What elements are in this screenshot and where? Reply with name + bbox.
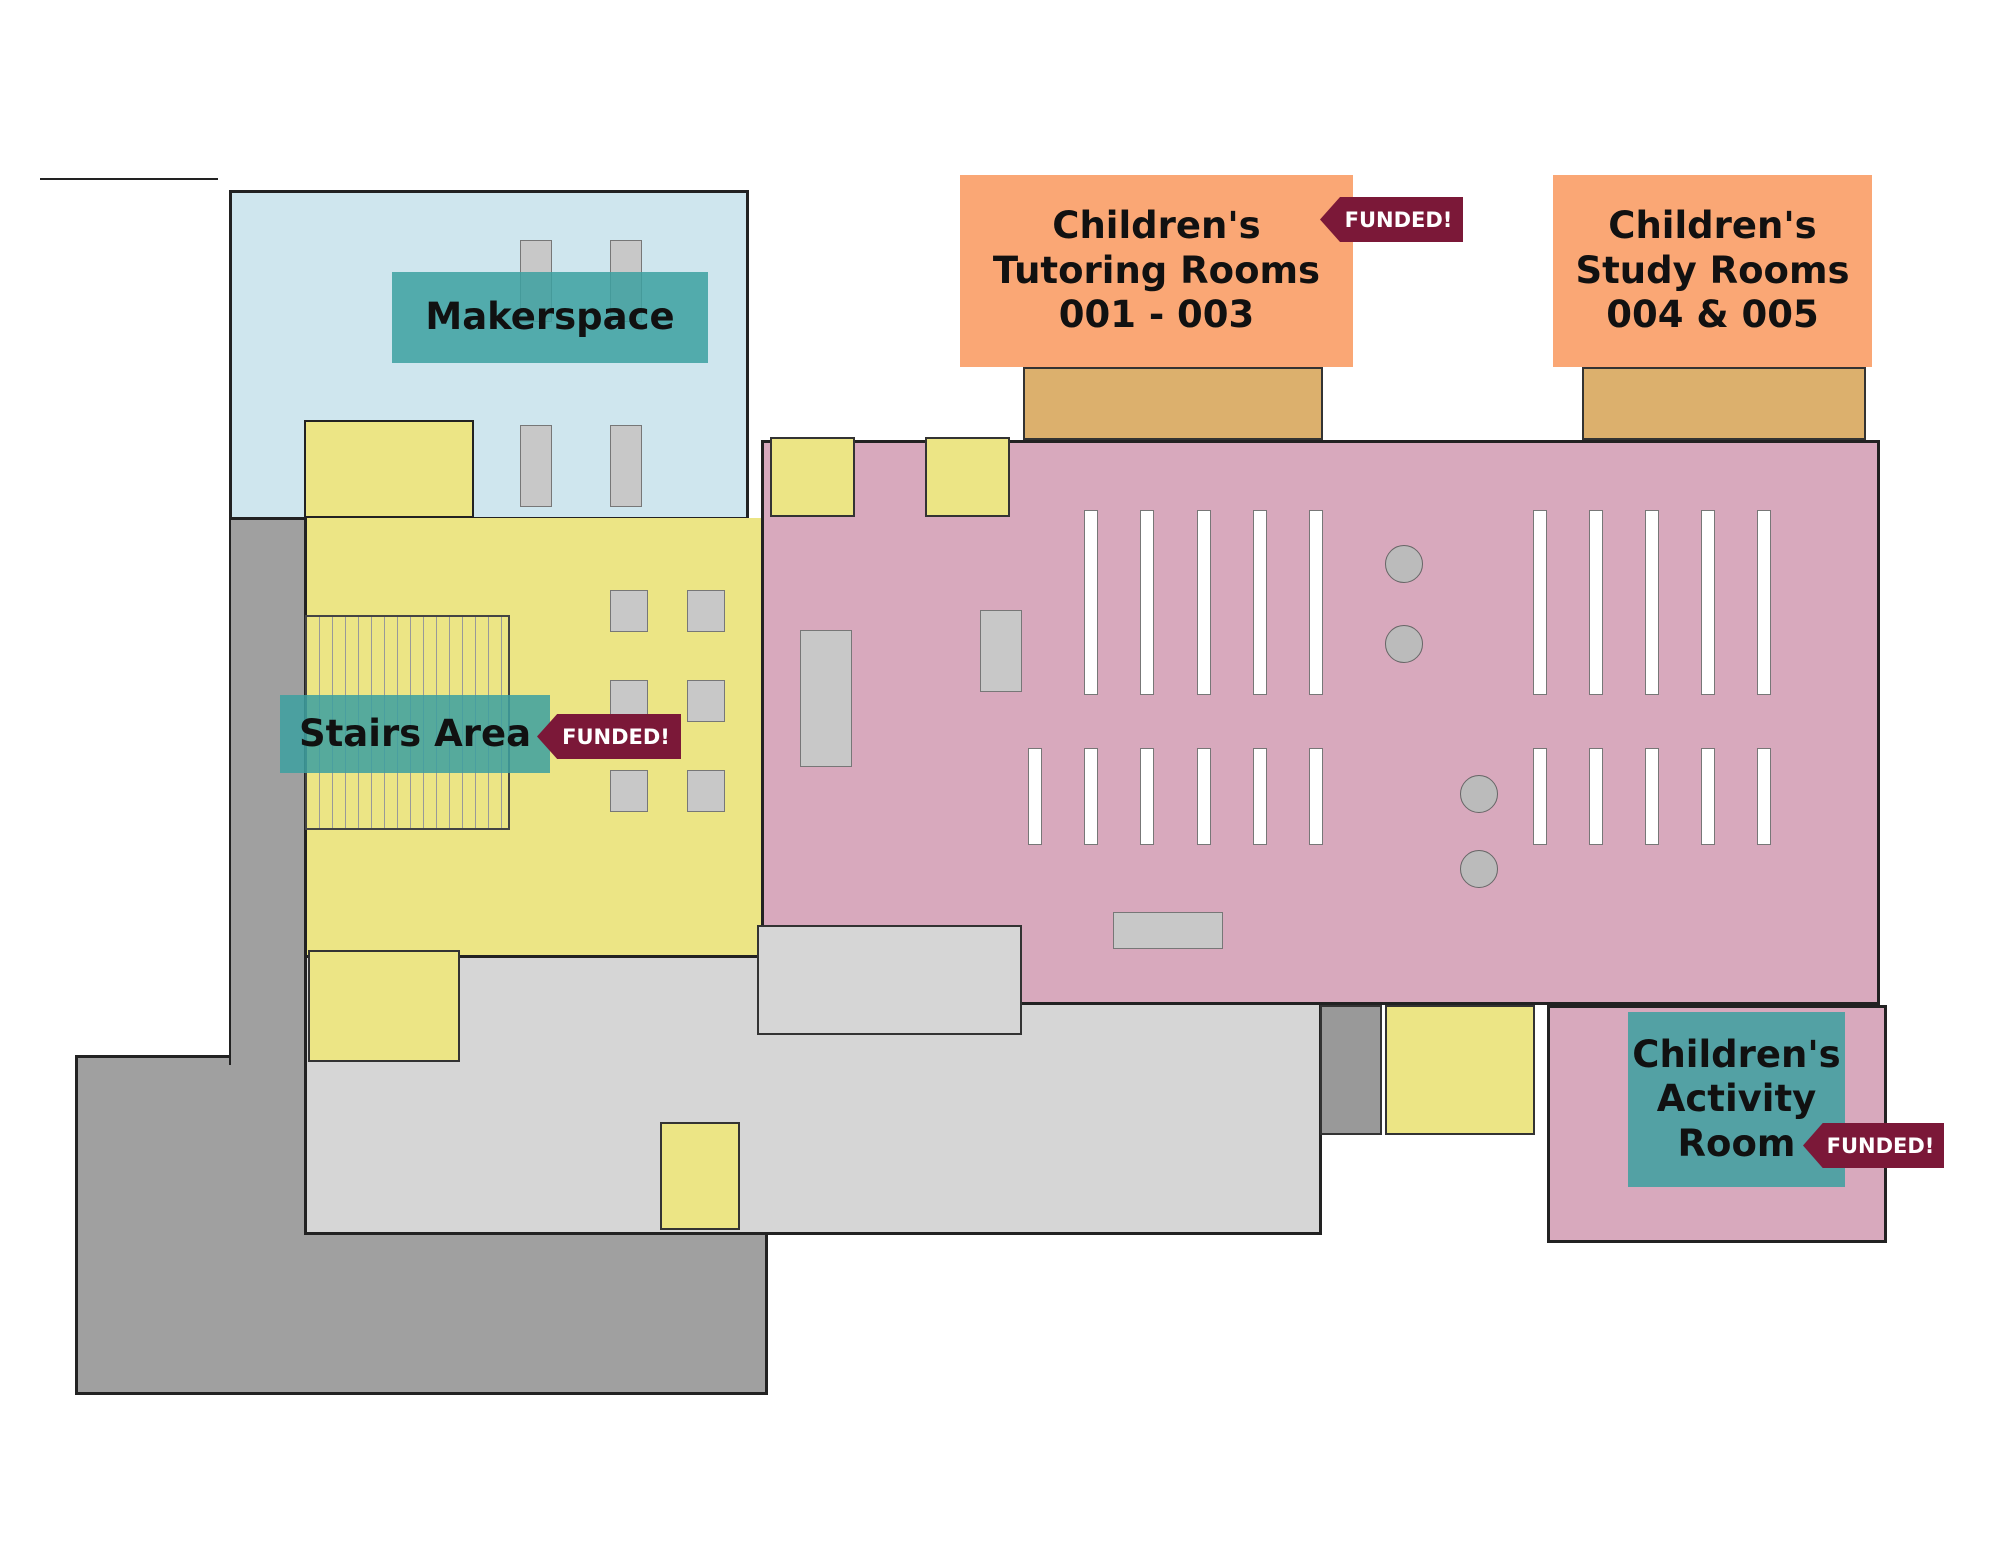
study-line-1: Children's <box>1608 204 1817 248</box>
restroom-top-2 <box>925 437 1010 517</box>
table <box>687 680 725 722</box>
bookshelf <box>1084 748 1098 845</box>
study-line-2: Study Rooms <box>1575 248 1850 292</box>
table <box>610 770 648 812</box>
table <box>610 590 648 632</box>
elevators <box>308 950 460 1062</box>
bookshelf <box>1757 748 1771 845</box>
restrooms <box>304 420 474 518</box>
bookshelf <box>1757 510 1771 695</box>
computer-bench <box>1113 912 1223 949</box>
service-desk <box>800 630 852 767</box>
tutoring-rooms-label: Children's Tutoring Rooms 001 - 003 <box>960 175 1353 367</box>
bookshelf <box>1140 748 1154 845</box>
restroom-top-1 <box>770 437 855 517</box>
stairs-funded-tag: FUNDED! <box>537 714 681 759</box>
tutoring-line-3: 001 - 003 <box>1058 293 1255 337</box>
bookshelf <box>1309 510 1323 695</box>
activity-line-3: Room <box>1677 1121 1796 1165</box>
bookshelf <box>1533 510 1547 695</box>
bookshelf <box>1253 510 1267 695</box>
tutoring-funded-tag: FUNDED! <box>1320 197 1463 242</box>
activity-line-2: Activity <box>1656 1077 1817 1121</box>
round-table <box>1460 850 1498 888</box>
restroom-yellow <box>1385 1005 1535 1135</box>
activity-line-1: Children's <box>1632 1032 1841 1076</box>
bookshelf <box>1197 510 1211 695</box>
bookshelf <box>1701 748 1715 845</box>
bookshelf <box>1253 748 1267 845</box>
bookshelf <box>1197 748 1211 845</box>
bookshelf <box>1309 748 1323 845</box>
makerspace-label: Makerspace <box>392 272 708 363</box>
bookshelf <box>1084 510 1098 695</box>
bookshelf <box>1028 748 1042 845</box>
table <box>980 610 1022 692</box>
bookshelf <box>1140 510 1154 695</box>
bookshelf <box>1645 510 1659 695</box>
restroom-small <box>660 1122 740 1230</box>
table <box>520 425 552 507</box>
round-table <box>1385 625 1423 663</box>
table <box>687 590 725 632</box>
bookshelf <box>1701 510 1715 695</box>
stairs-area-text: Stairs Area <box>298 711 532 755</box>
makerspace-text: Makerspace <box>425 295 675 339</box>
dark-shaft <box>1320 1005 1382 1135</box>
table <box>687 770 725 812</box>
table <box>610 425 642 507</box>
study-rooms-label: Children's Study Rooms 004 & 005 <box>1553 175 1872 367</box>
study-rooms <box>1582 367 1866 440</box>
bookshelf <box>1533 748 1547 845</box>
bookshelf <box>1645 748 1659 845</box>
site-outline <box>40 178 218 190</box>
tutoring-line-2: Tutoring Rooms <box>992 248 1321 292</box>
offices <box>757 925 1022 1035</box>
round-table <box>1385 545 1423 583</box>
activity-room-label: Children's Activity Room <box>1628 1012 1845 1187</box>
study-line-3: 004 & 005 <box>1606 293 1819 337</box>
tutoring-line-1: Children's <box>1052 204 1261 248</box>
round-table <box>1460 775 1498 813</box>
activity-funded-tag: FUNDED! <box>1803 1123 1944 1168</box>
stairs-area-label: Stairs Area <box>280 695 550 773</box>
tutoring-rooms <box>1023 367 1323 440</box>
bookshelf <box>1589 748 1603 845</box>
bookshelf <box>1589 510 1603 695</box>
